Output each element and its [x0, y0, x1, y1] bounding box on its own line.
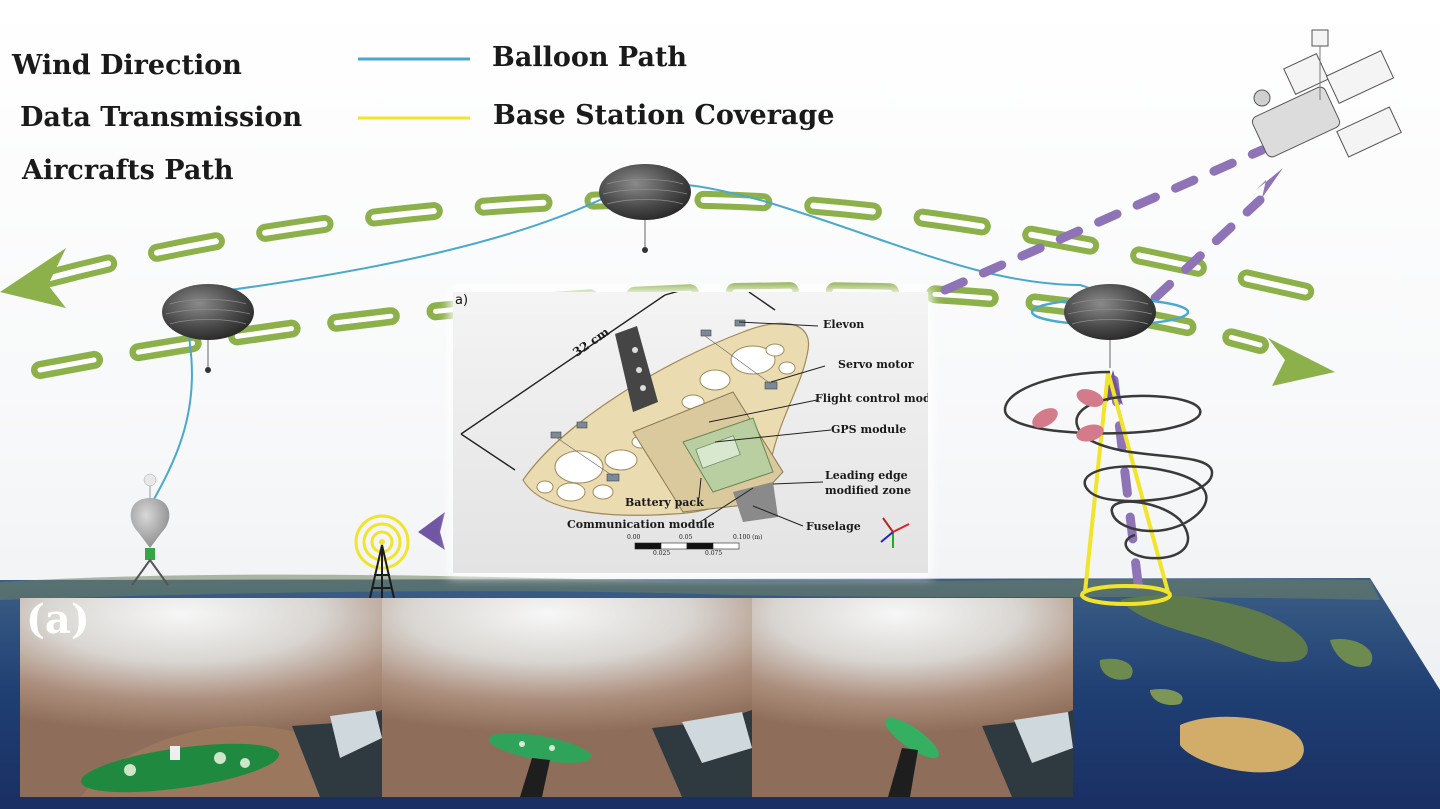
transmission-arrowhead-ground	[418, 512, 445, 550]
launch-balloon	[130, 473, 170, 586]
aircraft-spiral-path	[1003, 370, 1214, 560]
legend-balloon-path: Balloon Path	[492, 42, 688, 73]
satellite	[1251, 29, 1402, 158]
flight-photo-3	[752, 598, 1073, 797]
legend-wind-direction: Wind Direction	[12, 50, 242, 81]
scale-tick-top-2: 0.100 (m)	[733, 534, 763, 541]
pcb-wing-2	[488, 733, 592, 763]
label-leading-edge-line1: Leading edge	[825, 469, 908, 482]
label-servo-motor: Servo motor	[838, 358, 914, 371]
scale-tick-top-1: 0.05	[679, 534, 693, 541]
flight-photo-1	[20, 598, 382, 797]
balloon-path	[147, 182, 1111, 511]
scale-tick-top-0: 0.00	[627, 534, 641, 541]
label-gps-module: GPS module	[831, 423, 907, 436]
flight-photo-strip	[20, 598, 1073, 797]
flight-photo-2	[382, 598, 752, 797]
pcb-wing-1	[80, 743, 280, 793]
balloon-center	[599, 164, 691, 253]
label-elevon: Elevon	[823, 318, 865, 331]
data-transmission-links	[940, 145, 1267, 605]
balloon-right	[1030, 284, 1190, 368]
axis-triad-icon	[880, 517, 910, 548]
base-station-coverage-cone	[1080, 371, 1172, 606]
photos-panel-letter: (a)	[26, 596, 90, 643]
transmission-arrowhead-satellite	[1256, 168, 1283, 198]
scale-tick-bottom-0: 0.025	[653, 550, 671, 557]
aircraft-cad-inset: a) 32 cm Elevon Servo motor Flight contr…	[453, 292, 928, 573]
scale-bar	[634, 542, 740, 550]
inset-panel-letter: a)	[455, 293, 469, 308]
legend-data-transmission: Data Transmission	[20, 102, 303, 133]
label-fuselage: Fuselage	[806, 520, 861, 533]
balloon-left	[162, 284, 254, 373]
label-communication-module: Communication module	[567, 518, 715, 531]
wind-arrowhead-left	[0, 248, 66, 308]
scale-tick-bottom-1: 0.075	[705, 550, 723, 557]
base-station-tower	[354, 514, 410, 599]
legend-base-station-coverage: Base Station Coverage	[493, 100, 835, 131]
label-battery-pack: Battery pack	[625, 496, 704, 509]
wind-arrowhead-right	[1268, 338, 1335, 386]
legend-aircrafts-path: Aircrafts Path	[22, 155, 234, 186]
label-flight-control-module: Flight control module	[815, 392, 928, 405]
label-leading-edge-line2: modified zone	[825, 484, 911, 497]
aircraft-in-spiral	[1032, 389, 1104, 442]
pcb-wing-3	[885, 717, 939, 759]
